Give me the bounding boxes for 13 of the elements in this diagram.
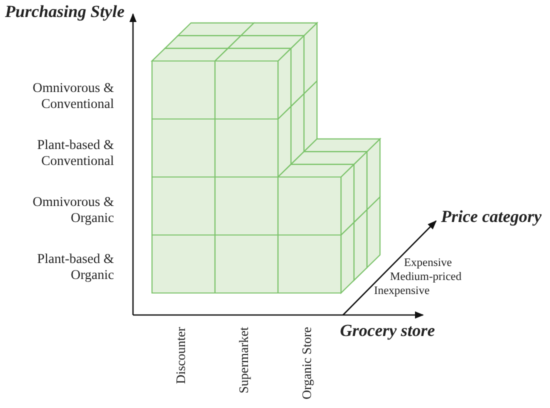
axis-label: Omnivorous & Conventional bbox=[32, 80, 114, 112]
axis-label: Expensive bbox=[404, 257, 452, 271]
axis-label: Plant-based & Organic bbox=[36, 251, 114, 284]
axis-label: Organic Store bbox=[299, 327, 315, 400]
axis-label: Inexpensive bbox=[374, 285, 430, 299]
axis-label: Plant-based & Conventional bbox=[36, 137, 114, 170]
axis-label: Medium-priced bbox=[390, 271, 462, 285]
axis-label: Supermarket bbox=[236, 327, 252, 394]
axis-title: Price category bbox=[441, 207, 542, 228]
axis-label: Discounter bbox=[173, 327, 189, 384]
axis-title: Grocery store bbox=[340, 321, 435, 342]
axis-label: Omnivorous & Organic bbox=[32, 194, 114, 226]
axis-title: Purchasing Style bbox=[5, 2, 124, 22]
